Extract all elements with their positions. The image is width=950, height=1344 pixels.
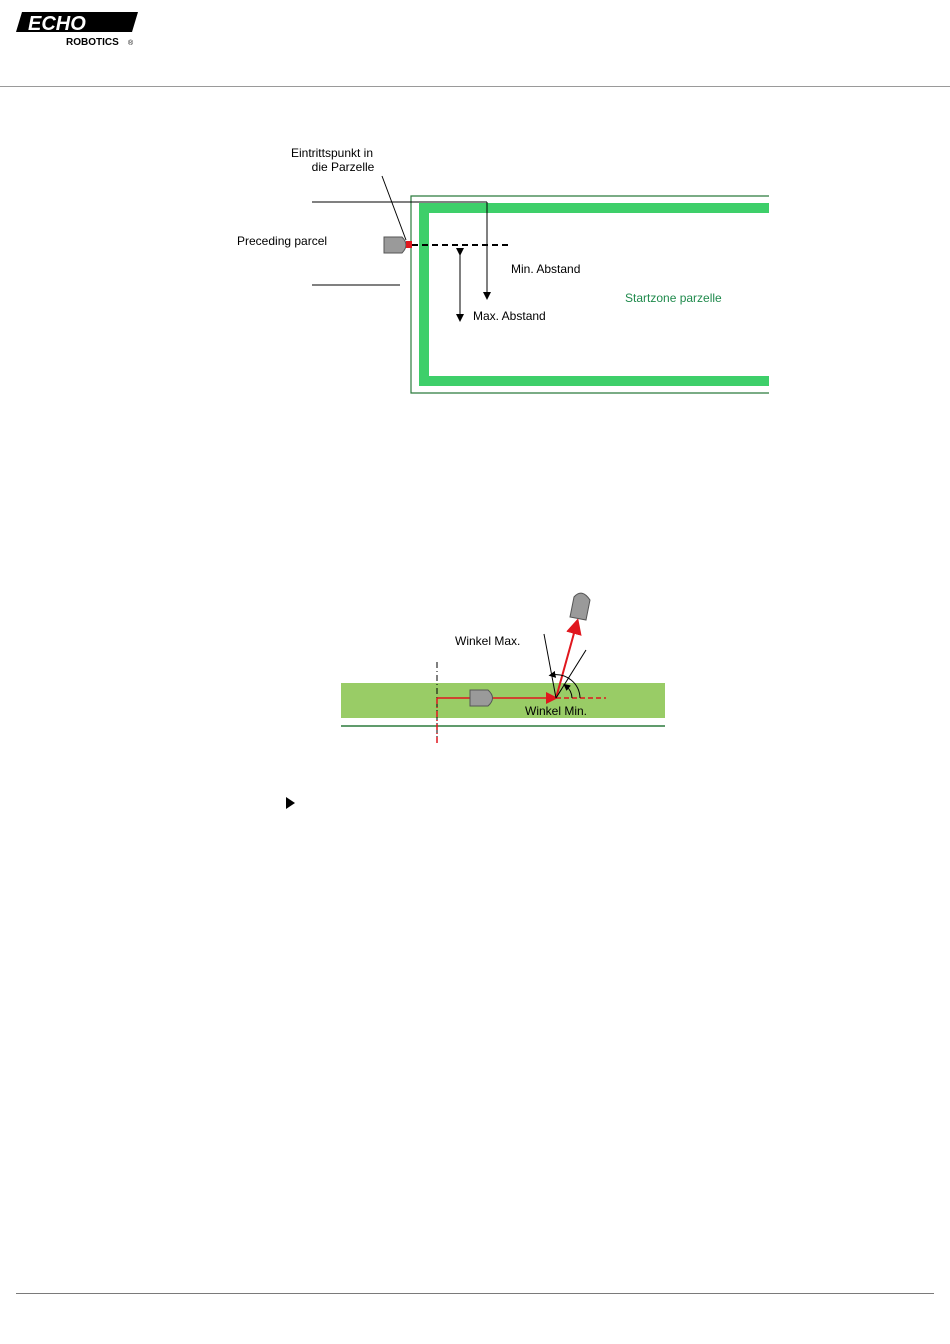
- entry-point-label-line1: Eintrittspunkt in: [291, 146, 373, 160]
- bullet-marker-icon: [286, 797, 295, 809]
- entry-distance-diagram: Eintrittspunkt in die Parzelle Preceding…: [0, 0, 950, 420]
- entry-point-label-line2: die Parzelle: [312, 160, 375, 174]
- preceding-parcel-label: Preceding parcel: [237, 234, 327, 248]
- start-zone-label: Startzone parzelle: [625, 291, 722, 305]
- min-distance-label: Min. Abstand: [511, 262, 580, 276]
- angle-min-label: Winkel Min.: [525, 704, 587, 718]
- angle-max-label: Winkel Max.: [455, 634, 520, 648]
- grass-strip: [341, 683, 665, 718]
- exit-angle-diagram: Winkel Max. Winkel Min.: [0, 580, 950, 750]
- entry-point-marker: [406, 241, 412, 248]
- robot-mower-exit-icon: [570, 593, 590, 620]
- footer-divider: [16, 1293, 934, 1294]
- entry-point-leader: [382, 176, 406, 240]
- max-distance-label: Max. Abstand: [473, 309, 546, 323]
- robot-mower-icon: [384, 237, 406, 253]
- robot-mower-icon: [470, 690, 493, 706]
